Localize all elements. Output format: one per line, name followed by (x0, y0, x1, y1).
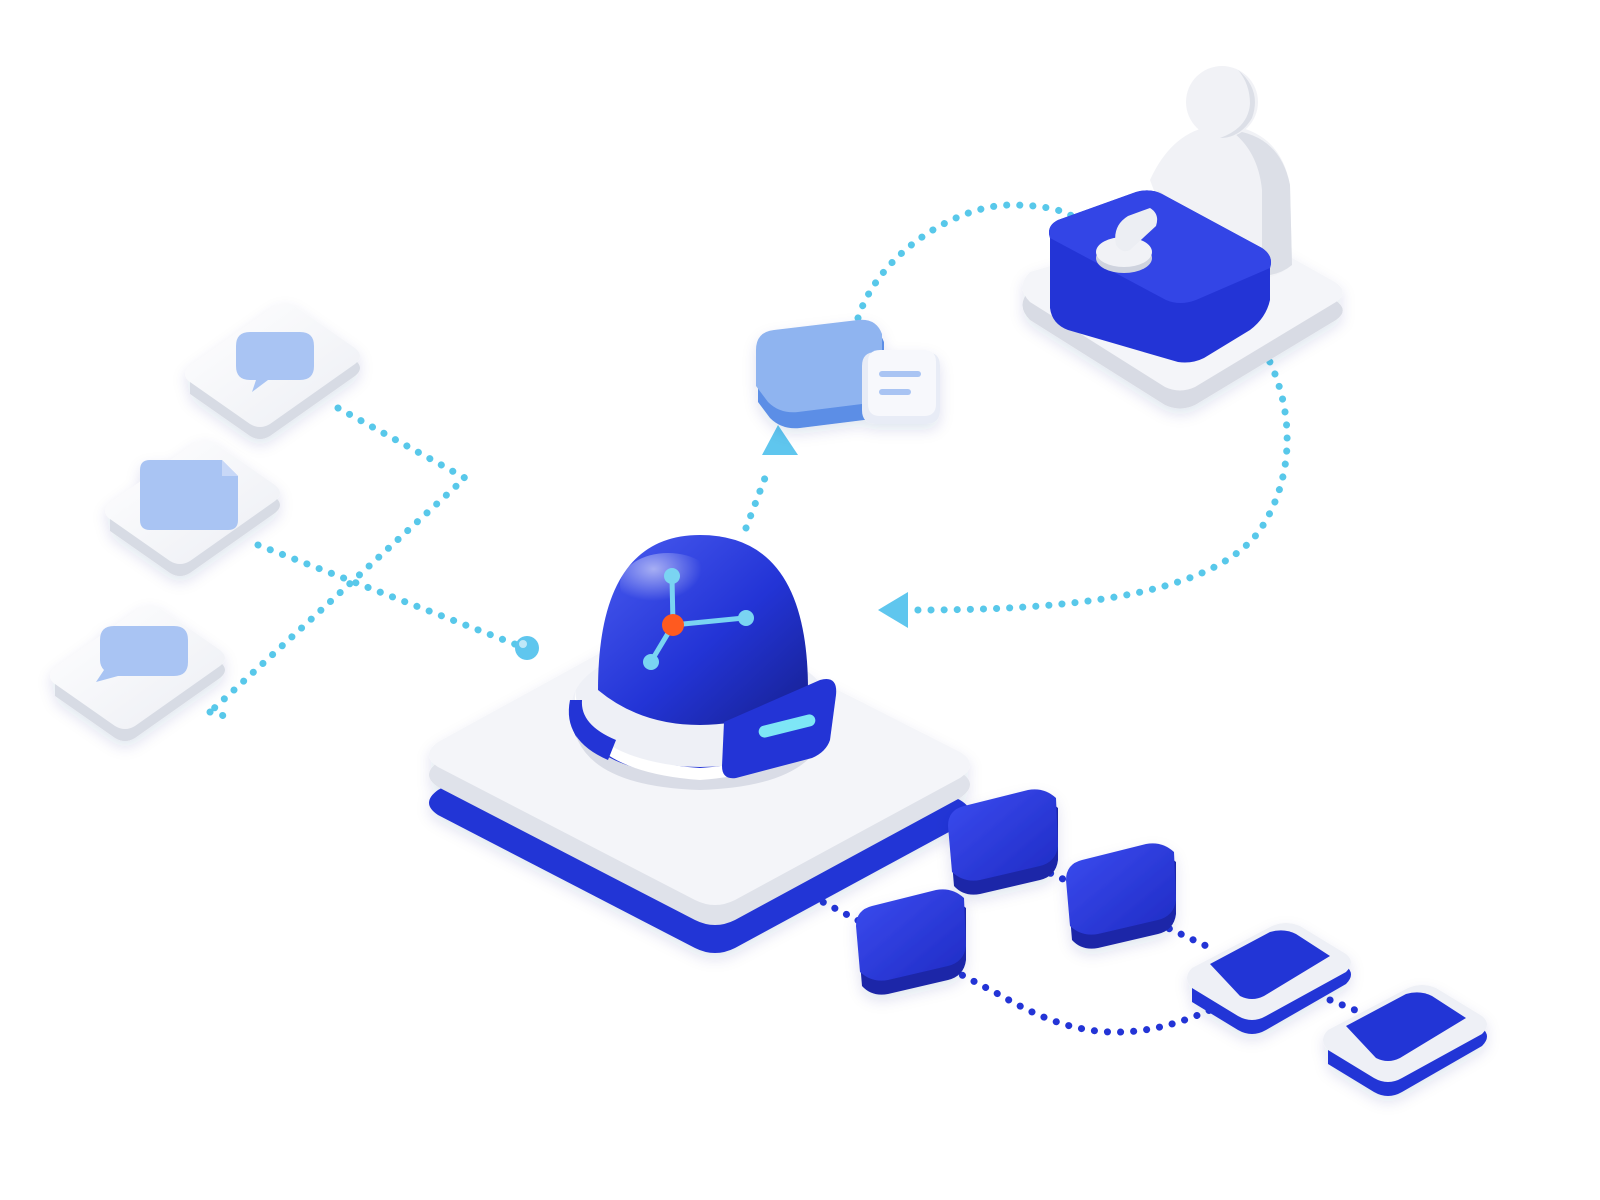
pipeline-output-slot-2 (1323, 985, 1487, 1096)
arrow-up-icon (762, 425, 798, 455)
connector-user-to-hub (911, 324, 1291, 614)
connector-pipeline-end (1326, 996, 1359, 1014)
approve-button-icon (1096, 237, 1152, 273)
network-node-icon (643, 568, 754, 670)
document-icon (140, 460, 238, 530)
pipeline-block-1 (948, 789, 1058, 895)
pipeline-block-2 (1066, 843, 1176, 949)
pipeline-block-3 (856, 889, 966, 995)
robot-dome-icon (568, 535, 837, 790)
input-tile-document (105, 440, 280, 576)
connector-input-3 (206, 708, 236, 722)
feedback-connectors (742, 201, 1291, 614)
output-card (756, 319, 940, 429)
input-connectors (206, 404, 529, 722)
chat-bubble-icon (236, 332, 314, 392)
approval-desk (1049, 190, 1271, 363)
connector-output-to-user (854, 201, 1084, 322)
connector-input-1 (206, 404, 471, 716)
input-join-node (515, 636, 539, 660)
input-tile-chat-2 (50, 605, 225, 741)
input-tile-chat-1 (185, 303, 360, 439)
arrow-left-icon (878, 592, 908, 628)
person-at-desk-icon (1130, 66, 1292, 281)
pipeline-output-slot-1 (1187, 923, 1351, 1034)
message-card-icon (862, 350, 940, 424)
connector-hub-to-output (742, 466, 772, 532)
pipeline-connectors (796, 764, 1359, 1036)
chat-bubble-icon (96, 626, 188, 682)
connector-input-2 (254, 541, 529, 652)
connector-pipeline-bottom (796, 886, 1214, 1036)
